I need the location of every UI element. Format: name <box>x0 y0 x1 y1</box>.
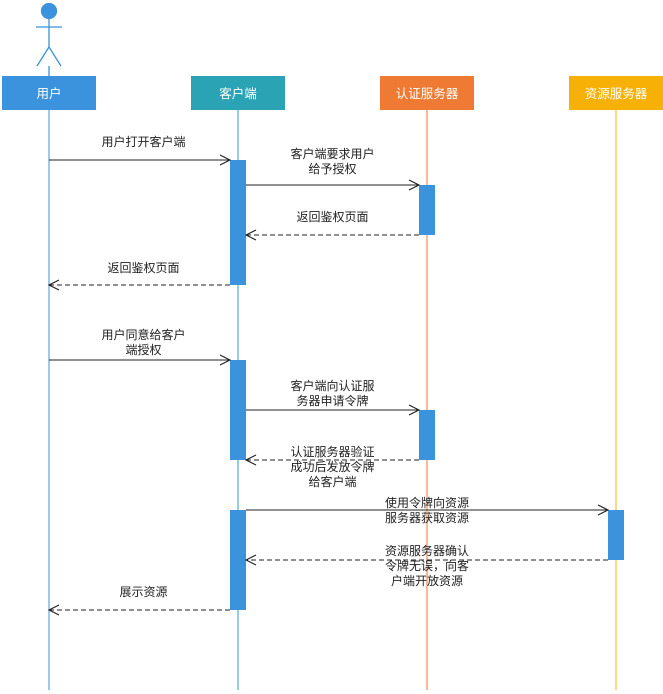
message-label: 务器申请令牌 <box>296 393 368 408</box>
message-label: 展示资源 <box>119 585 167 599</box>
participant-box-auth <box>380 76 474 110</box>
activation-bar-resource <box>608 510 624 560</box>
participant-label-user: 用户 <box>36 86 61 101</box>
activation-bar-auth <box>419 185 435 235</box>
message-label: 给客户端 <box>308 474 356 489</box>
message-label: 端授权 <box>125 342 161 357</box>
message-label: 返回鉴权页面 <box>107 261 179 275</box>
participant-box-resource <box>569 76 663 110</box>
participant-label-auth: 认证服务器 <box>396 86 459 101</box>
message-label: 给予授权 <box>308 161 356 176</box>
message-label: 返回鉴权页面 <box>296 210 368 224</box>
activation-bar-client <box>230 160 246 285</box>
participant-box-client <box>191 76 285 110</box>
message-label: 认证服务器验证 <box>290 444 374 459</box>
message-label: 资源服务器确认 <box>385 543 469 558</box>
participant-box-user <box>2 76 96 110</box>
activation-bar-client <box>230 360 246 460</box>
participant-label-resource: 资源服务器 <box>585 86 648 101</box>
activation-bar-client <box>230 510 246 610</box>
message-label: 成功后发放令牌 <box>290 459 374 474</box>
message-label: 户端开放资源 <box>391 573 463 588</box>
actor-icon <box>36 2 62 76</box>
message-label: 客户端向认证服 <box>290 378 374 393</box>
message-label: 客户端要求用户 <box>290 146 374 161</box>
message-label: 用户同意给客户 <box>101 327 185 342</box>
message-label: 使用令牌向资源 <box>385 495 469 510</box>
participant-label-client: 客户端 <box>219 86 257 101</box>
message-label: 服务器获取资源 <box>385 510 469 525</box>
message-label: 令牌无误，向客 <box>385 558 469 573</box>
activation-bar-auth <box>419 410 435 460</box>
message-label: 用户打开客户端 <box>101 134 185 149</box>
